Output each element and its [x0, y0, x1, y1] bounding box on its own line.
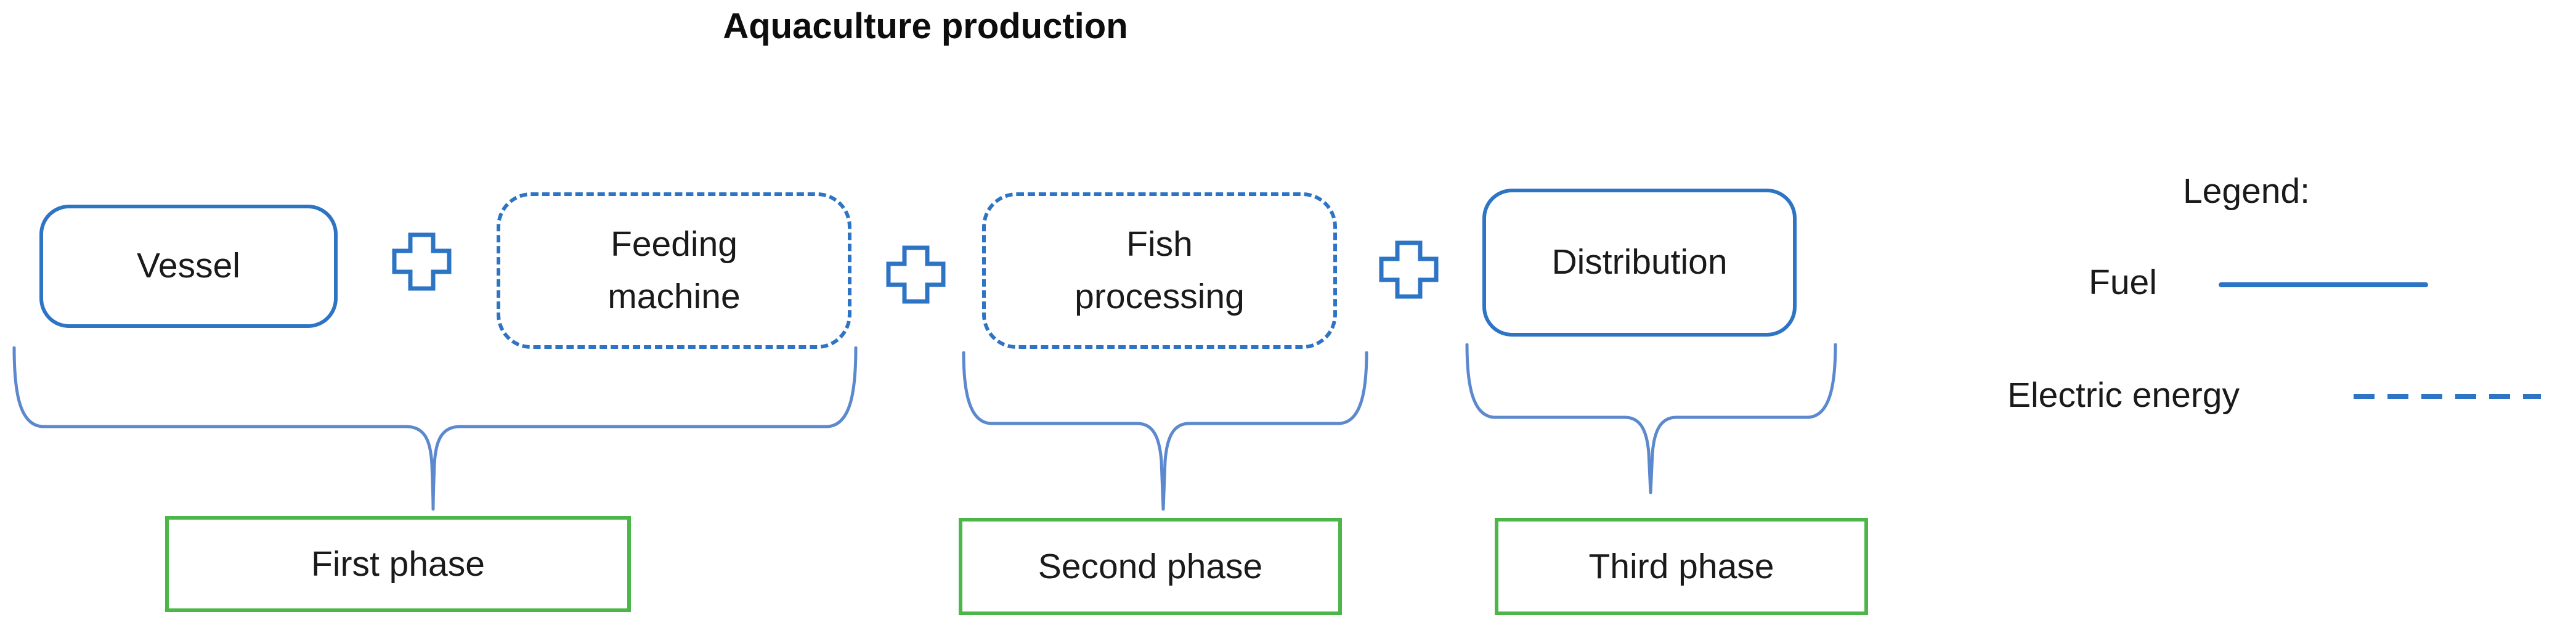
node-vessel-label: Vessel [137, 246, 240, 286]
phase-box-first: First phase [165, 516, 631, 612]
phase-box-second: Second phase [959, 518, 1342, 615]
plus-icon [886, 245, 946, 304]
phase-box-third: Third phase [1495, 518, 1868, 615]
node-distribution: Distribution [1482, 189, 1797, 337]
diagram-title: Aquaculture production [723, 6, 1128, 46]
node-feeding-machine-label: Feeding machine [607, 224, 741, 317]
node-fish-processing-label: Fish processing [1075, 224, 1245, 317]
brace-first-phase [12, 346, 858, 511]
node-fish-processing: Fish processing [982, 192, 1337, 349]
node-vessel: Vessel [39, 205, 338, 328]
plus-icon [392, 232, 452, 291]
legend-title: Legend: [2182, 171, 2310, 211]
legend-item-electric-energy-label: Electric energy [2007, 375, 2240, 415]
phase-box-first-label: First phase [311, 544, 485, 584]
brace-second-phase [962, 351, 1368, 511]
phase-box-third-label: Third phase [1588, 546, 1774, 586]
phase-box-second-label: Second phase [1038, 546, 1263, 586]
fuel-solid-line-swatch [2219, 282, 2428, 287]
plus-icon [1379, 240, 1439, 299]
node-feeding-machine: Feeding machine [497, 192, 851, 349]
brace-third-phase [1465, 343, 1837, 494]
legend-item-fuel-label: Fuel [2089, 263, 2157, 302]
electric-energy-dashed-line-swatch [2354, 394, 2541, 399]
node-distribution-label: Distribution [1551, 242, 1728, 282]
